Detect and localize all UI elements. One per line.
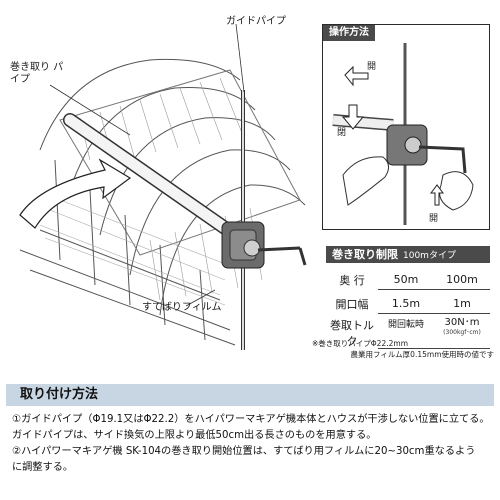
spec-row-width: 開口幅 1.5m 1m [326,293,490,314]
spec-row-depth: 奥 行 50m 100m [326,269,490,290]
spec-torque-value-cell: 30N･m (300kgf･cm) [434,317,490,349]
install-title: 取り付け方法 [20,387,99,402]
spec-torque-condition: 開回転時 [378,317,434,349]
spec-label-width: 開口幅 [335,297,369,311]
instruction-line-2: ガイドパイプは、サイド換気の上限より最低50cm出る長さのものを用意する。 [12,430,377,441]
operation-drawing [332,43,474,225]
spec-label-torque: 巻取トルク [330,319,374,348]
spec-note-2: 農業用フィルム厚0.15mm使用時の値です [350,350,494,359]
spec-note-1: ※巻き取りパイプΦ22.2mm [312,339,408,348]
greenhouse-drawing [19,23,307,350]
install-section-header: 取り付け方法 [6,384,494,406]
open-label-top: 開 [367,62,377,72]
greenhouse-illustration: 巻き取り パイプ ガイドパイプ すてばりフィルム [0,0,320,385]
instruction-line-4: に調整する。 [12,462,74,473]
instruction-line-1: ①ガイドパイプ（Φ19.1又はΦ22.2）をハイパワーマキアゲ機本体とハウスが干… [12,414,490,425]
close-label: 閉 [337,128,347,138]
spec-width-100: 1m [434,293,490,314]
film-label: すてばりフィルム [142,302,222,313]
operation-title: 操作方法 [323,25,375,41]
spec-label-depth: 奥 行 [339,273,365,287]
spec-depth-50: 50m [378,269,434,290]
instruction-line-3: ②ハイパワーマキアゲ機 SK-104の巻き取り開始位置は、すてばり用フィルムに2… [12,446,476,457]
spec-torque-value-sub: (300kgf･cm) [443,329,481,336]
spec-width-50: 1.5m [378,293,434,314]
guide-pipe-label: ガイドパイプ [226,16,286,27]
spec-row-torque: 巻取トルク 開回転時 30N･m (300kgf･cm) [326,317,490,349]
open-label-bottom: 開 [429,214,439,224]
operation-panel: 操作方法 開 閉 開 [322,24,490,230]
spec-notes: ※巻き取りパイプΦ22.2mm 農業用フィルム厚0.15mm使用時の値です [312,338,494,360]
takeup-pipe-label: 巻き取り パイプ [10,62,64,85]
spec-type: 100mタイプ [403,251,456,261]
install-instructions: ①ガイドパイプ（Φ19.1又はΦ22.2）をハイパワーマキアゲ機本体とハウスが干… [12,412,494,476]
spec-torque-value: 30N･m [444,317,480,328]
spec-table: 奥 行 50m 100m 開口幅 1.5m 1m 巻取トルク 開回転時 30N･… [326,266,490,352]
spec-title: 巻き取り制限 [332,248,398,261]
spec-header: 巻き取り制限 100mタイプ [326,246,490,263]
spec-depth-100: 100m [434,269,490,290]
